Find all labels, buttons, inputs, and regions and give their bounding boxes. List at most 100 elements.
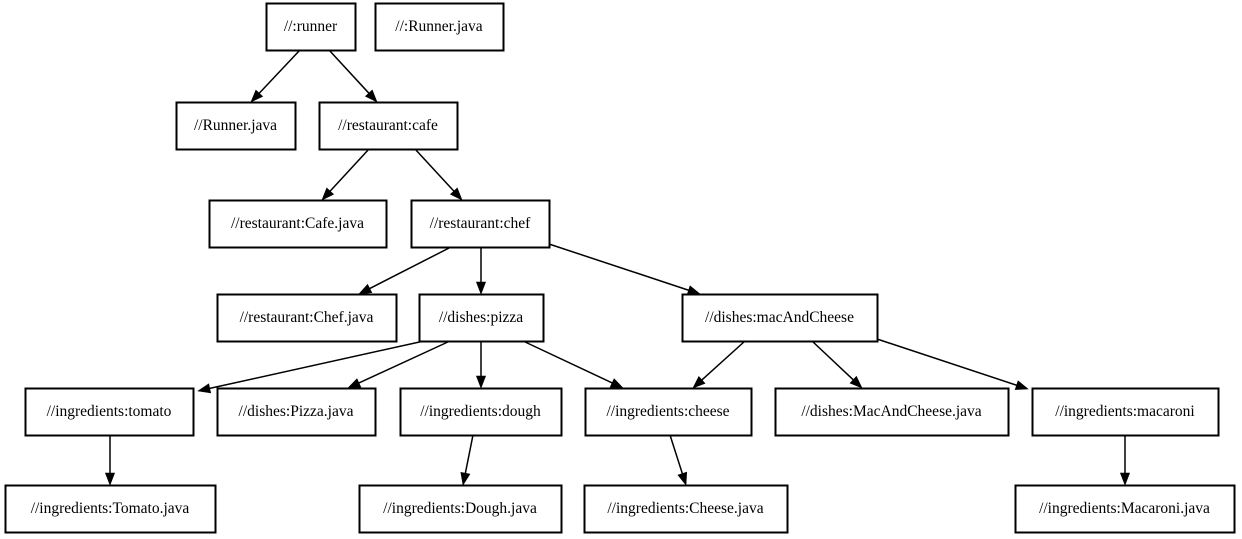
- edge-line: [414, 148, 455, 192]
- graph-node-dishes-macandcheese[interactable]: //dishes:macAndCheese: [681, 293, 879, 343]
- node-label: //restaurant:Cafe.java: [231, 215, 364, 232]
- graph-edge: [522, 340, 624, 389]
- node-box[interactable]: [175, 101, 297, 151]
- edge-arrowhead: [692, 376, 706, 389]
- node-label: //dishes:MacAndCheese.java: [801, 403, 981, 420]
- edge-arrowhead: [449, 187, 463, 201]
- edge-arrowhead: [347, 378, 362, 389]
- node-box[interactable]: [1014, 484, 1236, 534]
- node-label: //restaurant:cafe: [338, 117, 438, 134]
- edge-arrowhead: [1119, 472, 1131, 486]
- edge-line: [701, 340, 746, 381]
- graph-edge: [548, 243, 701, 295]
- node-label: //ingredients:dough: [420, 403, 541, 420]
- node-label: //ingredients:Cheese.java: [607, 500, 763, 517]
- graph-edge: [104, 435, 116, 486]
- graph-edge: [414, 148, 463, 201]
- node-label: //dishes:pizza: [439, 309, 523, 326]
- node-box[interactable]: [681, 293, 879, 343]
- graph-edge: [669, 434, 688, 486]
- graph-edge: [321, 148, 370, 201]
- graph-node-ingredients-tomato[interactable]: //ingredients:tomato: [24, 387, 195, 437]
- edge-line: [522, 340, 613, 384]
- graph-node-dishes-pizza-java[interactable]: //dishes:Pizza.java: [216, 387, 377, 437]
- graph-node-root-runner-java[interactable]: //:Runner.java: [374, 2, 505, 52]
- node-label: //ingredients:cheese: [606, 403, 729, 420]
- edge-arrowhead: [321, 187, 335, 201]
- edge-arrowhead: [364, 89, 378, 103]
- edge-arrowhead: [1014, 380, 1029, 390]
- graph-node-ingredients-dough[interactable]: //ingredients:dough: [399, 387, 563, 437]
- edge-line: [358, 340, 451, 384]
- node-box[interactable]: [216, 293, 398, 343]
- node-box[interactable]: [774, 387, 1010, 437]
- graph-node-restaurant-cafe-java[interactable]: //restaurant:Cafe.java: [208, 199, 388, 249]
- node-box[interactable]: [24, 387, 195, 437]
- graph-node-runner-target[interactable]: //:runner: [265, 2, 357, 52]
- node-box[interactable]: [265, 2, 357, 52]
- edge-line: [876, 338, 1017, 386]
- node-label: //dishes:macAndCheese: [705, 309, 854, 326]
- edge-arrowhead: [677, 471, 688, 486]
- graph-edge: [475, 341, 487, 389]
- node-label: //restaurant:chef: [430, 215, 532, 232]
- node-box[interactable]: [584, 387, 753, 437]
- graph-node-ingredients-tomato-java[interactable]: //ingredients:Tomato.java: [4, 484, 217, 534]
- graph-edge: [811, 340, 863, 389]
- node-label: //restaurant:Chef.java: [240, 309, 374, 326]
- graph-edge: [347, 340, 451, 389]
- graph-node-ingredients-dough-java[interactable]: //ingredients:Dough.java: [358, 484, 563, 534]
- edge-arrowhead: [475, 375, 487, 389]
- edge-line: [669, 434, 684, 474]
- graph-edge: [692, 340, 746, 389]
- edge-arrowhead: [250, 89, 264, 103]
- graph-node-ingredients-macaroni-java[interactable]: //ingredients:Macaroni.java: [1014, 484, 1236, 534]
- graph-node-restaurant-chef[interactable]: //restaurant:chef: [410, 199, 551, 249]
- node-label: //ingredients:Tomato.java: [31, 500, 190, 517]
- edge-line: [369, 246, 452, 290]
- graph-node-ingredients-macaroni[interactable]: //ingredients:macaroni: [1031, 387, 1220, 437]
- graph-edge: [475, 247, 487, 295]
- node-label: //ingredients:Macaroni.java: [1039, 500, 1210, 517]
- graph-edge: [328, 49, 378, 103]
- node-box[interactable]: [374, 2, 505, 52]
- edge-line: [464, 434, 474, 474]
- edge-arrowhead: [104, 472, 116, 486]
- node-box[interactable]: [418, 293, 545, 343]
- node-box[interactable]: [216, 387, 377, 437]
- edge-line: [811, 340, 854, 381]
- graph-node-ingredients-cheese-java[interactable]: //ingredients:Cheese.java: [583, 484, 789, 534]
- node-box[interactable]: [358, 484, 563, 534]
- node-box[interactable]: [583, 484, 789, 534]
- edge-line: [328, 49, 370, 94]
- node-label: //Runner.java: [194, 117, 277, 134]
- graph-edge: [876, 338, 1029, 390]
- edge-line: [548, 243, 689, 291]
- edge-arrowhead: [686, 285, 701, 295]
- edge-line: [329, 148, 370, 192]
- graph-node-restaurant-chef-java[interactable]: //restaurant:Chef.java: [216, 293, 398, 343]
- node-box[interactable]: [318, 101, 459, 151]
- node-box[interactable]: [4, 484, 217, 534]
- node-label: //dishes:Pizza.java: [239, 403, 354, 420]
- graph-node-ingredients-cheese[interactable]: //ingredients:cheese: [584, 387, 753, 437]
- node-label: //:Runner.java: [395, 18, 483, 35]
- graph-node-runner-java[interactable]: //Runner.java: [175, 101, 297, 151]
- edge-arrowhead: [475, 281, 487, 295]
- graph-node-restaurant-cafe[interactable]: //restaurant:cafe: [318, 101, 459, 151]
- graph-node-dishes-macandcheese-java[interactable]: //dishes:MacAndCheese.java: [774, 387, 1010, 437]
- graph-edge: [1119, 435, 1131, 486]
- graph-edge: [250, 49, 301, 103]
- node-box[interactable]: [208, 199, 388, 249]
- edge-arrowhead: [460, 471, 471, 486]
- graph-edge: [197, 340, 425, 394]
- graph-node-dishes-pizza[interactable]: //dishes:pizza: [418, 293, 545, 343]
- nodes-layer: //:runner //:Runner.java //Runner.java //re…: [4, 2, 1236, 534]
- edges-layer: [104, 49, 1131, 486]
- node-label: //ingredients:Dough.java: [383, 500, 537, 517]
- node-box[interactable]: [1031, 387, 1220, 437]
- node-box[interactable]: [410, 199, 551, 249]
- node-box[interactable]: [399, 387, 563, 437]
